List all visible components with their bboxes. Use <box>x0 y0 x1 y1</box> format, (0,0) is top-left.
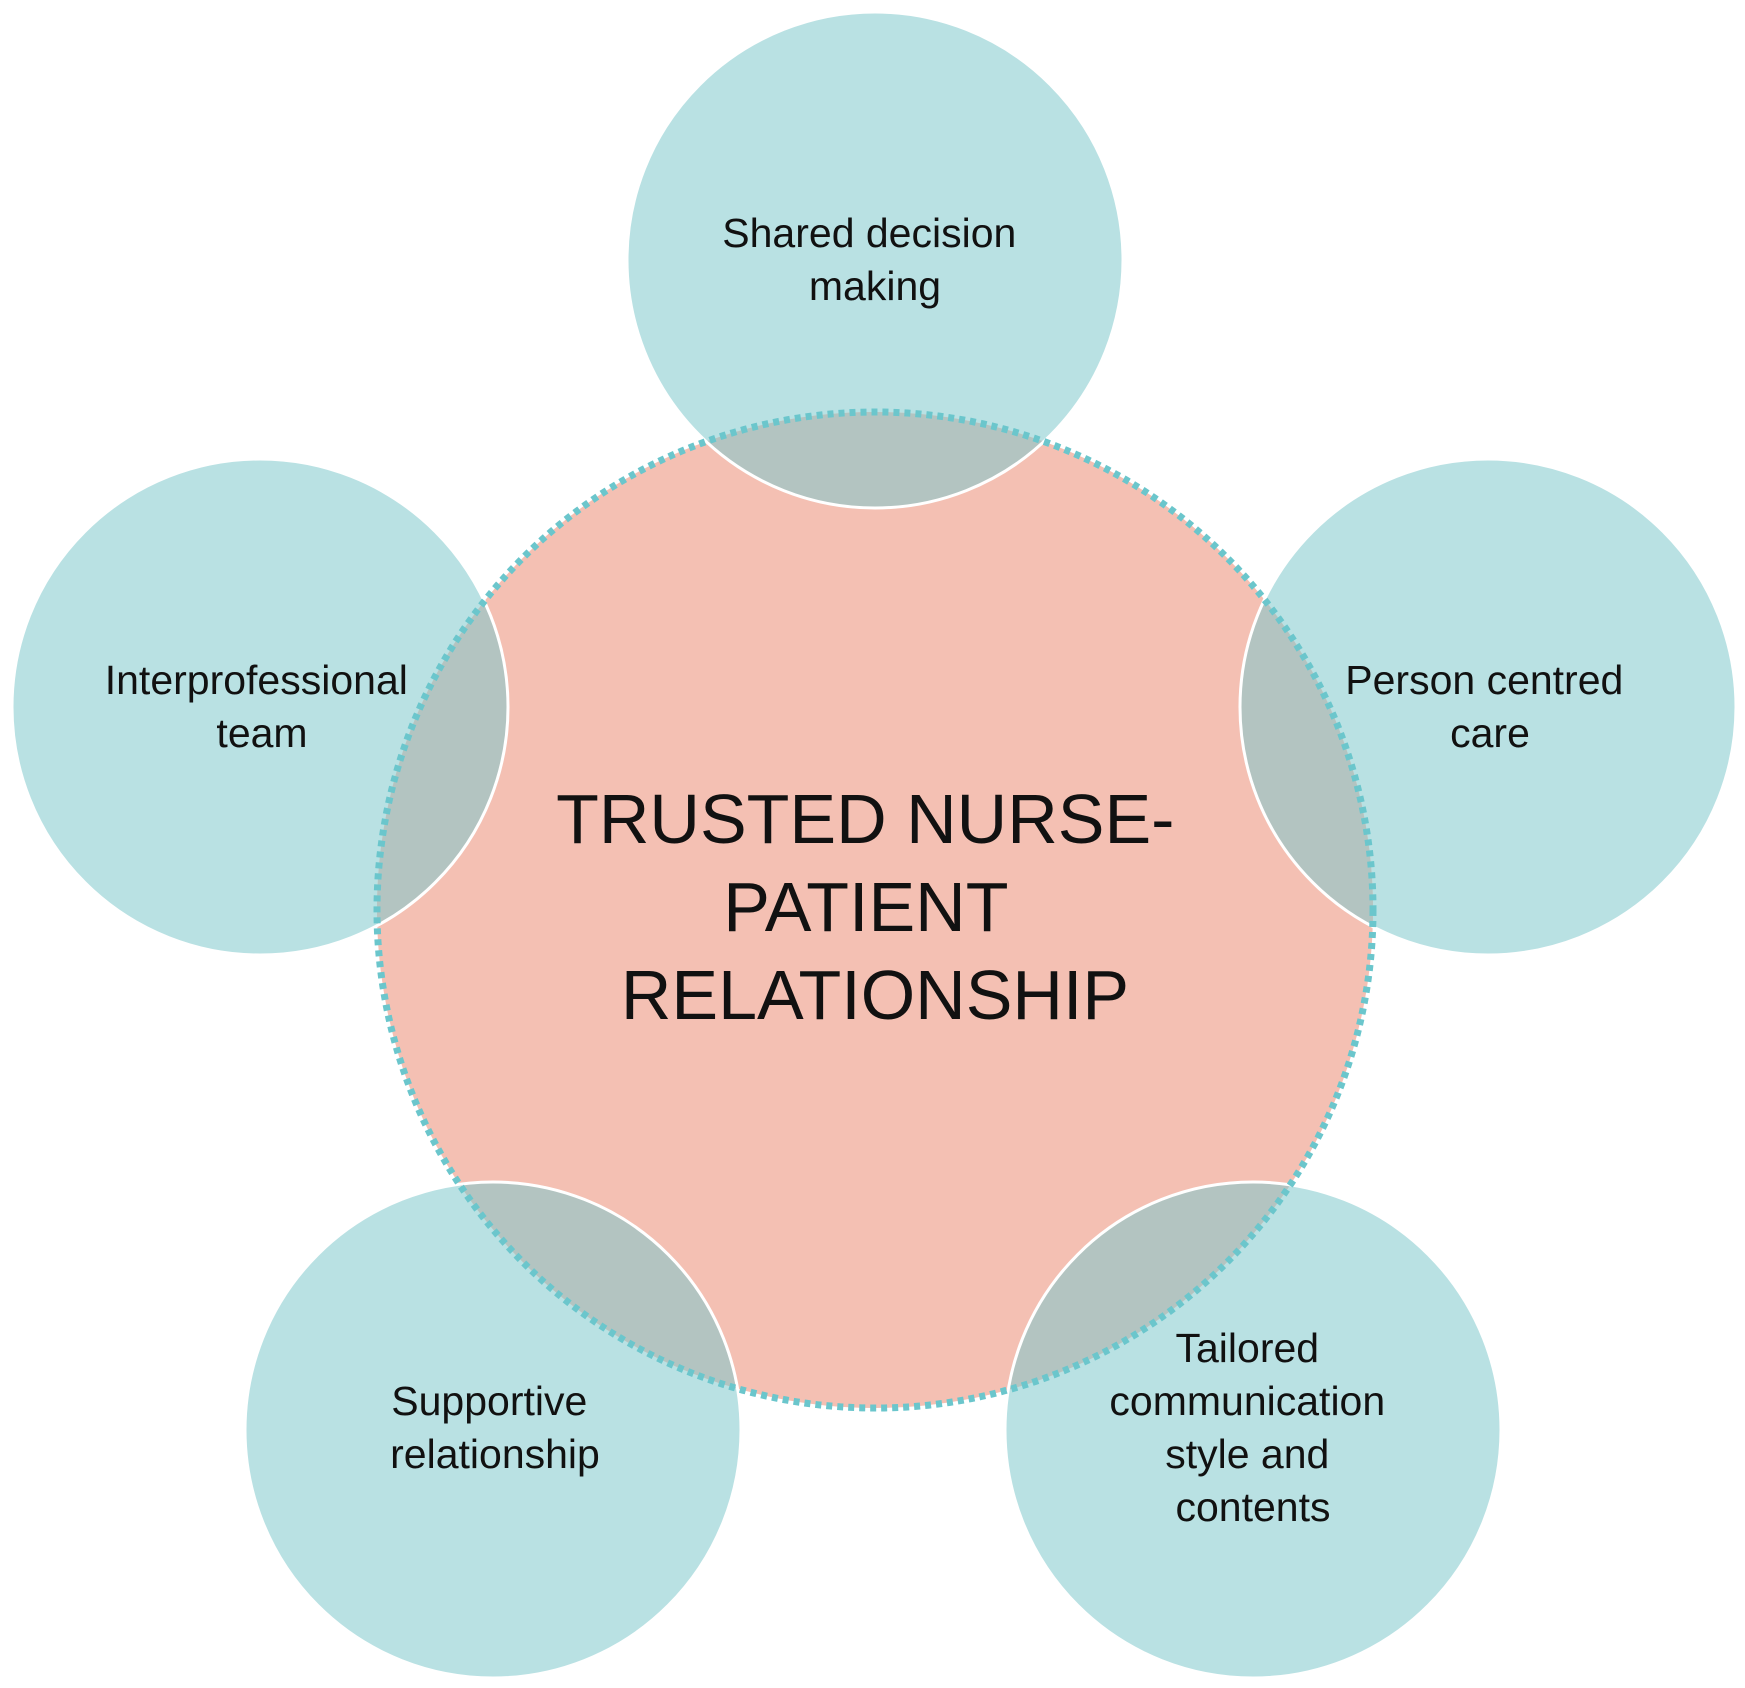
node-label-interprofessional-team: Interprofessional team <box>105 657 420 756</box>
node-label-line: Shared decision <box>722 210 1016 256</box>
outline-person-centred-care <box>1238 457 1738 957</box>
center-label-line: PATIENT <box>723 868 1007 946</box>
node-label-line: care <box>1450 710 1530 756</box>
node-label-person-centred-care: Person centred care <box>1345 657 1634 756</box>
overlap-supportive-relationship <box>377 1182 741 1408</box>
node-label-line: Tailored <box>1176 1325 1320 1371</box>
outline-tailored-communication <box>1003 1180 1503 1680</box>
center-label-line: TRUSTED NURSE- <box>556 780 1174 858</box>
node-label-line: relationship <box>390 1431 600 1477</box>
node-label-line: style and <box>1165 1431 1329 1477</box>
center-label-line: RELATIONSHIP <box>621 956 1129 1034</box>
node-label-line: making <box>809 263 941 309</box>
center-dashed-border <box>373 408 1377 1412</box>
node-label-line: communication <box>1109 1378 1385 1424</box>
center-circle <box>377 412 1373 1408</box>
outer-circles <box>12 12 1736 1678</box>
node-label-line: team <box>216 710 307 756</box>
node-circle-shared-decision-making <box>627 12 1123 508</box>
node-label-shared-decision-making: Shared decision making <box>722 210 1027 309</box>
outline-interprofessional-team <box>10 457 510 957</box>
overlap-tailored-communication <box>1005 1182 1373 1408</box>
outline-shared-decision-making <box>625 10 1125 510</box>
node-label-line: Person centred <box>1345 657 1623 703</box>
node-label-line: contents <box>1176 1484 1331 1530</box>
center-label: TRUSTED NURSE- PATIENT RELATIONSHIP <box>556 780 1194 1034</box>
node-label-line: Interprofessional <box>105 657 408 703</box>
outer-outlines <box>10 10 1738 1680</box>
node-label-tailored-communication: Tailored communication style and content… <box>1109 1325 1396 1530</box>
node-label-line: Supportive <box>391 1378 587 1424</box>
outline-supportive-relationship <box>243 1180 743 1680</box>
node-label-supportive-relationship: Supportive relationship <box>390 1378 600 1477</box>
